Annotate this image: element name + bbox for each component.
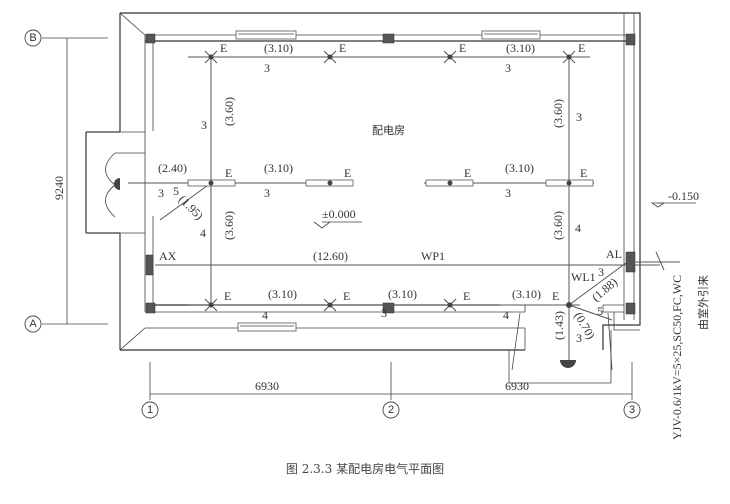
length-label: (1.95) — [176, 192, 206, 222]
svg-text:E: E — [578, 41, 585, 55]
conductor-count: 5 — [597, 304, 603, 318]
svg-text:E: E — [220, 41, 227, 55]
svg-text:E: E — [344, 166, 351, 180]
axis-bubble-b — [24, 29, 42, 47]
column — [625, 302, 636, 315]
svg-text:E: E — [463, 289, 470, 303]
left-door — [105, 152, 120, 218]
light-fixture: E — [323, 289, 350, 312]
fluorescent-light: E — [305, 166, 354, 187]
conductor-count: 4 — [200, 226, 206, 240]
conductor-count: 3 — [576, 331, 582, 345]
length-label: (3.10) — [505, 161, 534, 175]
column — [382, 302, 395, 314]
svg-text:E: E — [464, 166, 471, 180]
svg-text:E: E — [552, 289, 559, 303]
length-label: (1.43) — [552, 311, 566, 340]
room-name: 配电房 — [372, 124, 405, 137]
circuit-label: WL1 — [571, 270, 596, 284]
svg-text:2: 2 — [388, 404, 394, 416]
length-label: (3.10) — [264, 41, 293, 55]
length-label: (3.60) — [551, 211, 565, 240]
svg-text:E: E — [459, 41, 466, 55]
conductor-count: 3 — [264, 186, 270, 200]
column — [625, 33, 636, 46]
light-fixture: E — [443, 41, 466, 64]
conductor-count: 4 — [262, 308, 268, 322]
length-label: (3.10) — [264, 161, 293, 175]
light-fixture: E — [204, 289, 231, 312]
conductor-count: 3 — [505, 186, 511, 200]
svg-text:A: A — [29, 318, 37, 330]
window — [235, 30, 297, 40]
lights: E E E E E E E E E E E E — [187, 41, 594, 312]
light-fixture: E — [443, 289, 470, 312]
length-label: (3.10) — [268, 287, 297, 301]
distribution-box-ax-symbol — [145, 254, 154, 276]
conductor-count: 4 — [503, 308, 509, 322]
fluorescent-light: E — [187, 166, 236, 187]
length-label: (3.60) — [222, 97, 236, 126]
conductor-count: 3 — [201, 118, 207, 132]
floor-level: ±0.000 — [322, 207, 356, 221]
outdoor-level: -0.150 — [668, 189, 699, 203]
incoming-note: 由室外引来 — [696, 275, 710, 330]
fluorescent-light: E — [545, 166, 594, 187]
column — [145, 302, 156, 314]
dimension-horizontal: 6930 — [255, 379, 279, 393]
outlet-icon — [560, 360, 576, 368]
svg-text:3: 3 — [629, 404, 635, 416]
length-label: (3.10) — [506, 41, 535, 55]
svg-text:E: E — [224, 289, 231, 303]
conductor-count: 3 — [158, 186, 164, 200]
length-label: (2.40) — [158, 161, 187, 175]
axis-bubble-2 — [382, 401, 400, 419]
light-fixture: E — [204, 41, 227, 64]
conductor-count: 5 — [173, 184, 179, 198]
light-fixture: E — [562, 41, 585, 64]
conductor-count: 3 — [264, 61, 270, 75]
length-label: (3.60) — [222, 211, 236, 240]
grid-axes: 9240 B A 6930 6930 1 2 3 — [24, 29, 641, 419]
conductor-count: 3 — [505, 61, 511, 75]
axis-bubble-a — [24, 315, 42, 333]
box-label: AX — [159, 249, 177, 263]
svg-text:E: E — [225, 166, 232, 180]
conductor-count: 3 — [598, 265, 604, 279]
svg-text:E: E — [343, 289, 350, 303]
axis-bubble-3 — [623, 401, 641, 419]
windows — [235, 30, 541, 332]
window — [481, 30, 541, 40]
length-label: (3.10) — [388, 287, 417, 301]
wire-annotations: (3.10) 3 (3.10) 3 (3.60) 3 (3.60) 3 (2.4… — [158, 41, 699, 345]
dimension-vertical: 9240 — [52, 176, 66, 200]
axis-bubble-1 — [141, 401, 159, 419]
light-fixture: E — [552, 289, 572, 308]
svg-text:B: B — [29, 32, 36, 44]
conductor-count: 4 — [575, 221, 581, 235]
column — [382, 33, 395, 44]
svg-text:E: E — [580, 166, 587, 180]
fluorescent-light: E — [425, 166, 474, 187]
light-fixture: E — [323, 41, 346, 64]
length-label: (12.60) — [313, 249, 348, 263]
structural-columns — [145, 33, 636, 315]
dimension-horizontal: 6930 — [505, 379, 529, 393]
box-label: AL — [606, 247, 622, 261]
figure-caption: 图 2.3.3 某配电房电气平面图 — [285, 462, 445, 476]
circuit-label: WP1 — [421, 249, 445, 263]
length-label: (3.10) — [512, 287, 541, 301]
window — [237, 322, 297, 332]
wall-socket-icon — [114, 178, 120, 190]
conductor-count: 3 — [381, 306, 387, 320]
svg-text:E: E — [339, 41, 346, 55]
length-label: (3.60) — [551, 99, 565, 128]
incoming-cable-spec: YJV-0.6/1kV=5×25,SC50,FC,WC — [670, 275, 684, 440]
svg-text:1: 1 — [147, 404, 153, 416]
conductor-count: 3 — [576, 110, 582, 124]
column — [145, 33, 156, 44]
